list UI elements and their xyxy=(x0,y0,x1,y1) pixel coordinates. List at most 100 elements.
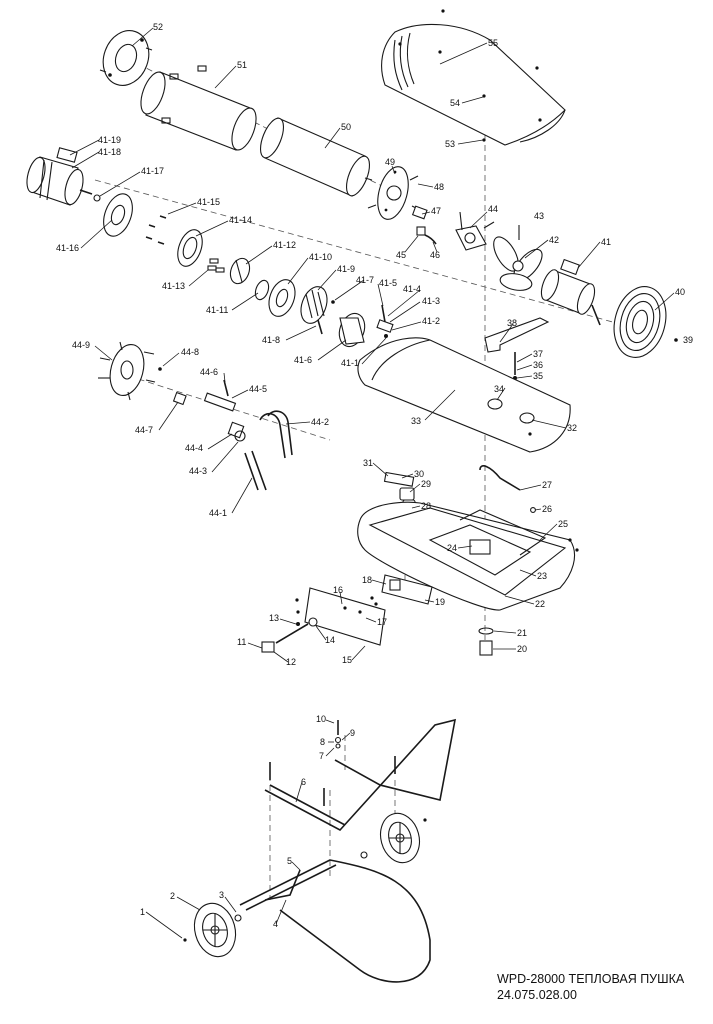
part-44-4-44-3-fitting xyxy=(227,421,246,442)
label-8: 8 xyxy=(320,737,325,747)
label-55: 55 xyxy=(488,38,498,48)
cart-bolts xyxy=(269,720,396,806)
part-19-18-control-box xyxy=(381,574,433,605)
label-42: 42 xyxy=(549,235,559,245)
part-41-12-rotor xyxy=(229,257,251,285)
label-45: 45 xyxy=(396,250,406,260)
label-51: 51 xyxy=(237,60,247,70)
label-14: 14 xyxy=(325,635,335,645)
label-28: 28 xyxy=(421,501,431,511)
label-44-9: 44-9 xyxy=(72,340,90,350)
label-41-10: 41-10 xyxy=(309,252,332,262)
part-41-19-pump-motor xyxy=(26,147,93,206)
label-7: 7 xyxy=(319,751,324,761)
label-23: 23 xyxy=(537,571,547,581)
label-41-18: 41-18 xyxy=(98,147,121,157)
part-40-front-grill xyxy=(613,286,667,358)
part-44-air-pump xyxy=(455,211,495,251)
label-44-1: 44-1 xyxy=(209,508,227,518)
label-10: 10 xyxy=(316,714,326,724)
part-17-16-panel xyxy=(304,587,386,646)
label-11: 11 xyxy=(237,637,246,647)
label-38: 38 xyxy=(507,318,517,328)
label-44-4: 44-4 xyxy=(185,443,203,453)
title-block: WPD-28000 ТЕПЛОВАЯ ПУШКА 24.075.028.00 xyxy=(497,971,684,1003)
label-40: 40 xyxy=(675,287,685,297)
label-41-9: 41-9 xyxy=(337,264,355,274)
label-39: 39 xyxy=(683,335,693,345)
label-41-16: 41-16 xyxy=(56,243,79,253)
part-41-14-rotor-housing xyxy=(177,229,203,267)
label-41-2: 41-2 xyxy=(422,316,440,326)
label-44-7: 44-7 xyxy=(135,425,153,435)
label-41-5: 41-5 xyxy=(379,278,397,288)
label-44-8: 44-8 xyxy=(181,347,199,357)
label-41-8: 41-8 xyxy=(262,335,280,345)
label-41-7: 41-7 xyxy=(356,275,374,285)
label-5: 5 xyxy=(287,856,292,866)
model-title: WPD-28000 ТЕПЛОВАЯ ПУШКА xyxy=(497,972,685,986)
label-2: 2 xyxy=(170,891,175,901)
label-46: 46 xyxy=(430,250,440,260)
part-44-1-tubes xyxy=(244,450,267,491)
label-15: 15 xyxy=(342,655,352,665)
label-41-19: 41-19 xyxy=(98,135,121,145)
label-36: 36 xyxy=(533,360,543,370)
part-22-fuel-tank xyxy=(357,501,579,611)
part-44-9-impeller xyxy=(98,341,156,401)
label-41-13: 41-13 xyxy=(162,281,185,291)
part-55-top-cover xyxy=(381,23,566,146)
label-16: 16 xyxy=(333,585,343,595)
part-41-13-vanes xyxy=(207,258,225,273)
label-50: 50 xyxy=(341,122,351,132)
drawing-code: 24.075.028.00 xyxy=(497,988,577,1002)
label-29: 29 xyxy=(421,479,431,489)
part-44-7-block xyxy=(172,391,187,406)
label-44-3: 44-3 xyxy=(189,466,207,476)
label-6: 6 xyxy=(301,777,306,787)
label-9: 9 xyxy=(350,728,355,738)
label-41-14: 41-14 xyxy=(229,215,252,225)
label-35: 35 xyxy=(533,371,543,381)
label-48: 48 xyxy=(434,182,444,192)
label-41-15: 41-15 xyxy=(197,197,220,207)
part-41-9-filter xyxy=(300,286,328,324)
label-19: 19 xyxy=(435,597,445,607)
part-11-14-switch-cable xyxy=(261,617,318,653)
part-2-wheel-left xyxy=(193,902,237,958)
label-33: 33 xyxy=(411,416,421,426)
label-41-3: 41-3 xyxy=(422,296,440,306)
label-41-6: 41-6 xyxy=(294,355,312,365)
label-4: 4 xyxy=(273,919,278,929)
label-44-6: 44-6 xyxy=(200,367,218,377)
part-49-burner-head xyxy=(364,166,421,220)
part-6-upper-handle xyxy=(264,718,457,831)
label-44-2: 44-2 xyxy=(311,417,329,427)
part-wheel-right xyxy=(379,812,421,864)
label-49: 49 xyxy=(385,157,395,167)
label-3: 3 xyxy=(219,890,224,900)
part-41-1-5-small-parts xyxy=(376,304,394,338)
part-33-lower-shell xyxy=(357,337,571,453)
label-37: 37 xyxy=(533,349,543,359)
part-44-6-44-5-valve xyxy=(203,379,237,412)
label-32: 32 xyxy=(567,423,577,433)
label-41-1: 41-1 xyxy=(341,358,359,368)
label-22: 22 xyxy=(535,599,545,609)
part-41-16-pump-body xyxy=(103,193,133,237)
part-24-fuel-gauge xyxy=(469,539,491,555)
label-12: 12 xyxy=(286,657,296,667)
label-30: 30 xyxy=(414,469,424,479)
label-27: 27 xyxy=(542,480,552,490)
panel-screws xyxy=(295,596,378,614)
label-34: 34 xyxy=(494,384,504,394)
leader-lines xyxy=(69,27,675,939)
part-45-46-fittings xyxy=(416,226,437,245)
part-47-nozzle xyxy=(411,205,428,220)
label-31: 31 xyxy=(363,458,373,468)
label-20: 20 xyxy=(517,644,527,654)
part-3-washer xyxy=(234,914,242,922)
screws-41-15 xyxy=(145,215,167,245)
label-52: 52 xyxy=(153,22,163,32)
